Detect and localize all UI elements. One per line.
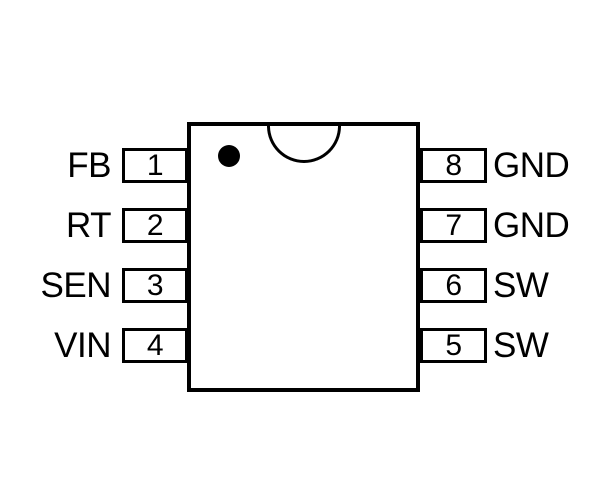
pin-box-1: 1 [122, 148, 188, 183]
pin-box-5: 5 [420, 328, 487, 363]
pin-box-6: 6 [420, 268, 487, 303]
pin-number-2: 2 [146, 209, 164, 242]
pin-number-5: 5 [445, 329, 462, 362]
pin-label-fb: FB [67, 145, 111, 185]
pin-number-3: 3 [146, 269, 164, 302]
pin-label-gnd-8: GND [493, 145, 570, 185]
pin-label-vin: VIN [54, 325, 111, 365]
pin-label-rt: RT [65, 205, 112, 245]
pin-box-2: 2 [122, 208, 188, 243]
pin-box-7: 7 [420, 208, 487, 243]
pin-number-4: 4 [146, 329, 164, 362]
pin-box-3: 3 [122, 268, 188, 303]
pin-label-sen: SEN [40, 265, 112, 305]
pin-number-6: 6 [445, 269, 462, 302]
pin-box-8: 8 [420, 148, 487, 183]
pin-number-7: 7 [445, 209, 462, 242]
ic-body [187, 122, 420, 392]
pin1-indicator-dot-icon [218, 145, 240, 167]
pin-label-gnd-7: GND [493, 205, 570, 245]
pin-number-8: 8 [445, 149, 462, 182]
pin-box-4: 4 [122, 328, 188, 363]
pin-label-sw-6: SW [493, 265, 549, 305]
pin-number-1: 1 [146, 149, 164, 182]
pin-label-sw-5: SW [493, 325, 549, 365]
